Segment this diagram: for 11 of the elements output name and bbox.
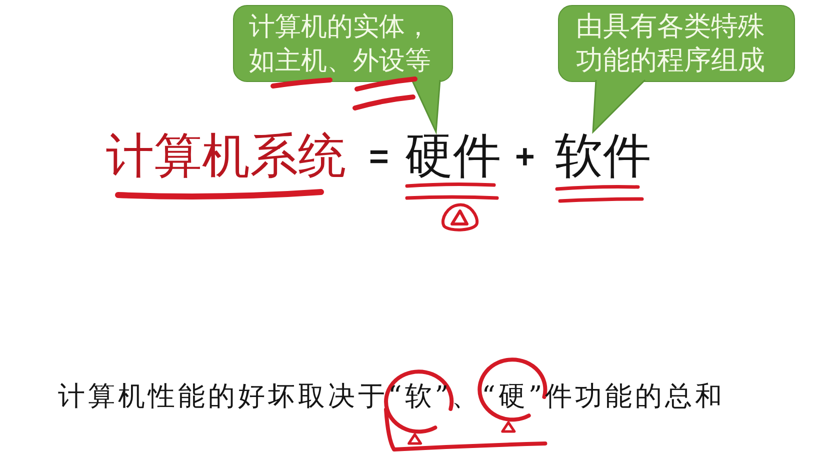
equation-term: 硬件 bbox=[405, 132, 501, 180]
plus-sign: + bbox=[515, 140, 535, 174]
summary-sentence: 计算机性能的好坏取决于“软”、“硬”件功能的总和 bbox=[58, 383, 726, 410]
speech-bubble bbox=[233, 5, 453, 82]
callout-text: 计算机的实体，如主机、外设等 bbox=[249, 10, 432, 78]
equation-term: 软件 bbox=[555, 132, 651, 180]
bubble-pointer bbox=[411, 79, 441, 135]
callout-text: 由具有各类特殊功能的程序组成 bbox=[576, 10, 766, 78]
bubble-pointer bbox=[592, 79, 646, 134]
equals-sign: = bbox=[369, 140, 389, 174]
equation-term: 计算机系统 bbox=[106, 132, 346, 180]
